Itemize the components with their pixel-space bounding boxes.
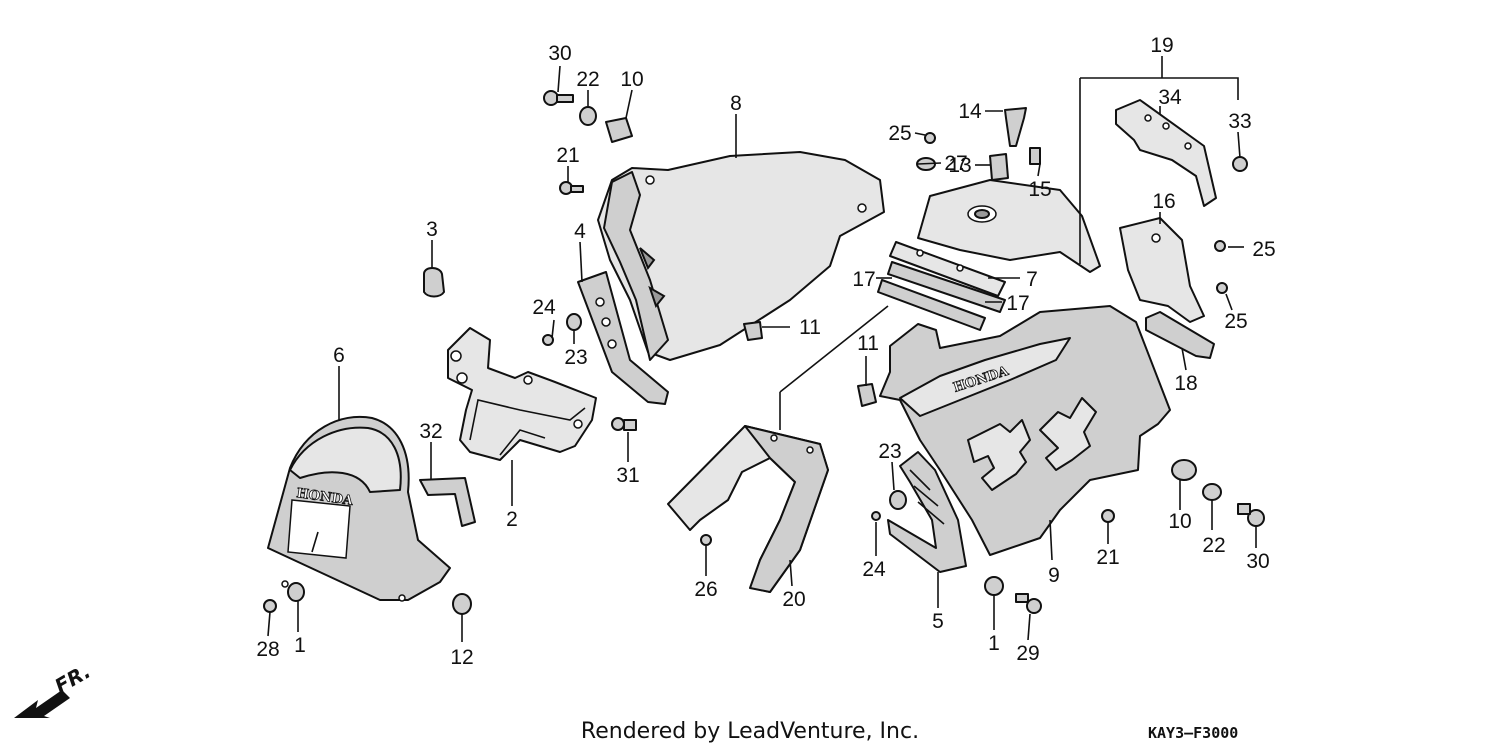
callout-1-right: 1 (988, 632, 1000, 655)
leader-lines (267, 56, 1257, 642)
bracket-part (1115, 99, 1217, 207)
callout-30-right: 30 (1246, 550, 1269, 573)
callout-numbers: 30 22 10 21 3 4 8 25 14 27 13 15 19 34 3… (256, 34, 1275, 669)
front-arrow-icon (14, 690, 70, 718)
callout-29: 29 (1016, 642, 1039, 665)
clip-part-upper (743, 321, 763, 341)
under-cover-part (667, 425, 829, 593)
callout-25-right: 25 (1252, 238, 1275, 261)
callout-22-right: 22 (1202, 534, 1225, 557)
callout-26: 26 (694, 578, 717, 601)
callout-17-right: 17 (1006, 292, 1029, 315)
callout-2: 2 (506, 508, 518, 531)
callout-31: 31 (616, 464, 639, 487)
callout-34: 34 (1158, 86, 1182, 109)
callout-23-mid: 23 (564, 346, 587, 369)
callout-27: 27 (944, 152, 967, 175)
callout-24-mid: 24 (532, 296, 556, 319)
grommet-strip-part (419, 477, 476, 527)
seal-plate-part (877, 241, 1006, 331)
stay-strip-part (1145, 311, 1215, 359)
callout-28: 28 (256, 638, 279, 661)
callout-11-lower: 11 (857, 332, 879, 355)
callout-12: 12 (450, 646, 473, 669)
front-direction-indicator: FR. (14, 659, 95, 718)
diagram-code: KAY3–F3000 (1148, 724, 1238, 742)
callout-21-top: 21 (556, 144, 579, 167)
render-credit: Rendered by LeadVenture, Inc. (581, 719, 919, 744)
callout-10-top: 10 (620, 68, 643, 91)
main-side-cowl-part: HONDA (879, 305, 1171, 556)
callout-4: 4 (574, 220, 586, 243)
callout-6: 6 (333, 344, 345, 367)
callout-19: 19 (1150, 34, 1173, 57)
callout-14: 14 (958, 100, 982, 123)
callout-25-lower: 25 (1224, 310, 1247, 333)
callout-18: 18 (1174, 372, 1197, 395)
callout-21-right: 21 (1096, 546, 1119, 569)
callout-32: 32 (419, 420, 442, 443)
stay-bracket-part (447, 327, 597, 461)
side-stay-part (577, 271, 669, 405)
callout-5: 5 (932, 610, 944, 633)
lower-stay-part (887, 451, 967, 573)
callout-22-top: 22 (576, 68, 599, 91)
top-cover-part (917, 179, 1101, 273)
callout-7: 7 (1026, 268, 1038, 291)
callout-15: 15 (1028, 178, 1051, 201)
callout-9: 9 (1048, 564, 1060, 587)
callout-13: 13 (948, 154, 971, 177)
callout-16: 16 (1152, 190, 1175, 213)
callout-8: 8 (730, 92, 742, 115)
cap-part (423, 267, 445, 298)
callout-17-left: 17 (852, 268, 875, 291)
front-direction-label: FR. (51, 659, 95, 698)
callout-20: 20 (782, 588, 805, 611)
callout-25-top: 25 (888, 122, 911, 145)
callout-30-top: 30 (548, 42, 571, 65)
clip-part-lower (857, 383, 877, 407)
callout-10-right: 10 (1168, 510, 1191, 533)
side-panel-right-part (1119, 217, 1205, 323)
front-cowl-part: HONDA (267, 415, 451, 602)
callout-33: 33 (1228, 110, 1251, 133)
callout-23-lower: 23 (878, 440, 901, 463)
callout-11-upper: 11 (799, 316, 821, 339)
callout-3: 3 (426, 218, 438, 241)
upper-inner-panel-part (597, 151, 885, 361)
callout-1-left: 1 (294, 634, 306, 657)
callout-24-lower: 24 (862, 558, 886, 581)
